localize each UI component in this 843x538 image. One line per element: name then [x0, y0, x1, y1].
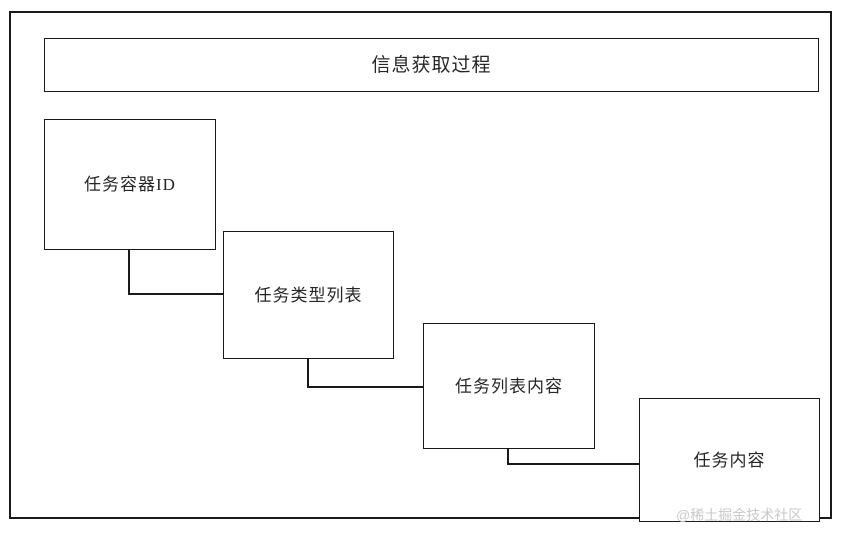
- node-box-task-type-list[interactable]: 任务类型列表: [223, 231, 394, 359]
- node-label-task-list-content: 任务列表内容: [455, 376, 563, 396]
- node-box-task-content[interactable]: 任务内容: [639, 398, 820, 522]
- node-box-task-container-id[interactable]: 任务容器ID: [44, 119, 216, 250]
- node-label-task-container-id: 任务容器ID: [84, 175, 176, 194]
- connector-node1-node2-vertical: [128, 249, 130, 295]
- watermark: @稀土掘金技术社区: [676, 507, 803, 523]
- diagram-title: 信息获取过程: [371, 54, 492, 76]
- node-label-task-content: 任务内容: [693, 450, 766, 470]
- node-label-task-type-list: 任务类型列表: [254, 285, 363, 305]
- node-box-task-list-content[interactable]: 任务列表内容: [423, 323, 595, 449]
- connector-node2-node3-horizontal: [307, 386, 424, 388]
- diagram-header-box: 信息获取过程: [44, 38, 819, 92]
- connector-node3-node4-vertical: [507, 448, 509, 465]
- connector-node1-node2-horizontal: [128, 293, 224, 295]
- connector-node3-node4-horizontal: [507, 463, 640, 465]
- connector-node2-node3-vertical: [307, 358, 309, 388]
- diagram-outer-frame: 信息获取过程 任务容器ID 任务类型列表 任务列表内容 任务内容: [9, 11, 832, 522]
